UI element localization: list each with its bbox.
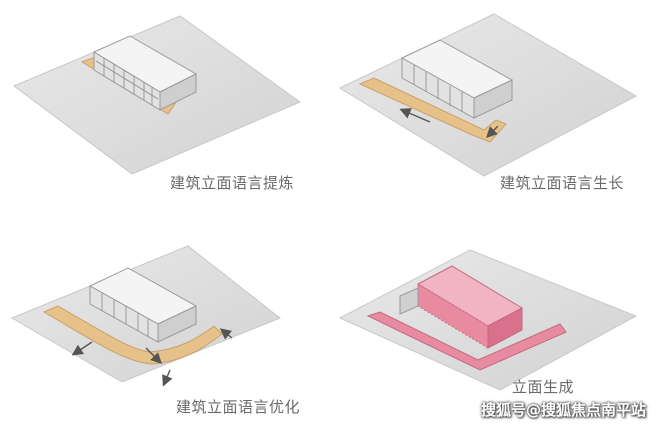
diagram-4 bbox=[338, 249, 638, 391]
grey-frame bbox=[399, 287, 419, 315]
growth-arrow bbox=[486, 125, 499, 138]
caption-diagram-3: 建筑立面语言优化 bbox=[176, 398, 301, 416]
diagram-2 bbox=[338, 13, 638, 177]
optimize-arrow bbox=[145, 347, 162, 364]
building-windows bbox=[413, 65, 463, 112]
growth-arrow bbox=[399, 108, 431, 123]
diagram-3 bbox=[10, 245, 281, 387]
building-side bbox=[473, 79, 513, 119]
wood-facade-strip bbox=[358, 77, 507, 143]
diagram-1 bbox=[13, 15, 302, 175]
caption-diagram-4: 立面生成 bbox=[512, 378, 575, 396]
caption-diagram-2: 建筑立面语言生长 bbox=[500, 174, 625, 192]
optimize-arrow bbox=[162, 369, 173, 387]
caption-diagram-1: 建筑立面语言提炼 bbox=[170, 174, 295, 192]
optimize-arrow bbox=[219, 328, 233, 340]
wood-facade-strip bbox=[42, 305, 223, 365]
pink-facade-side bbox=[487, 307, 523, 349]
building-windows bbox=[101, 293, 149, 337]
building-side bbox=[157, 305, 197, 343]
building-windows bbox=[95, 58, 159, 105]
pink-base-band bbox=[366, 311, 567, 371]
building-side bbox=[159, 73, 197, 111]
watermark: 搜狐号@搜狐焦点南平站 bbox=[480, 401, 646, 419]
optimize-arrow bbox=[71, 341, 93, 356]
